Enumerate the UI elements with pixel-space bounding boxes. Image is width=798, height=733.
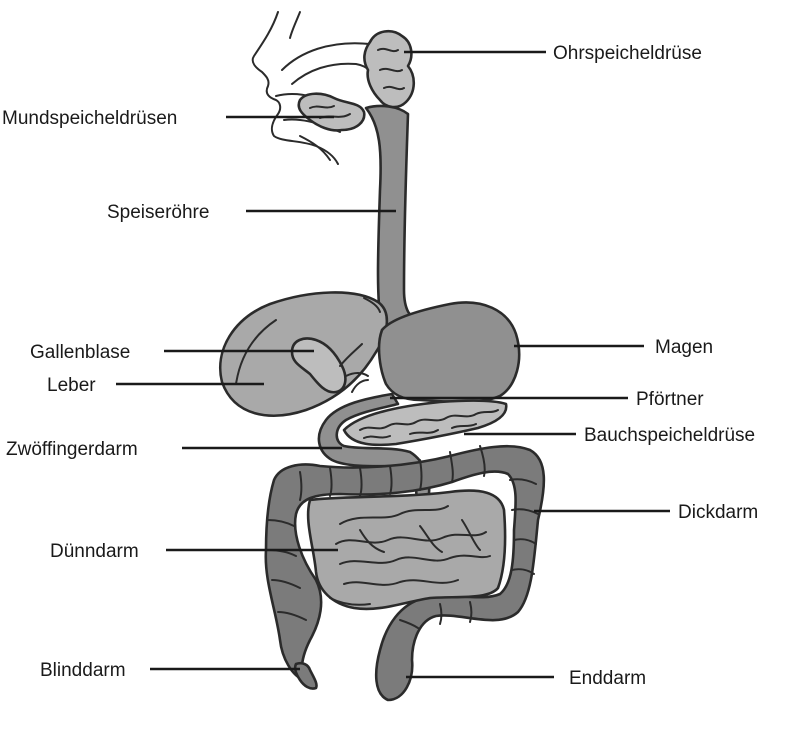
magen-organ <box>377 301 521 404</box>
leader-lines <box>116 50 670 679</box>
head-profile <box>251 11 389 165</box>
label-leber: Leber <box>47 375 96 396</box>
label-zwoelffingerdarm: Zwöffingerdarm <box>6 439 138 460</box>
ohrspeicheldruese-organ <box>363 29 416 109</box>
blinddarm-organ <box>293 661 318 690</box>
label-blinddarm: Blinddarm <box>40 660 126 681</box>
label-speiseroehre: Speiseröhre <box>107 202 209 223</box>
label-gallenblase: Gallenblase <box>30 342 130 363</box>
label-magen: Magen <box>655 337 713 358</box>
label-pfoertner: Pförtner <box>636 389 704 410</box>
label-dickdarm: Dickdarm <box>678 502 758 523</box>
label-enddarm: Enddarm <box>569 668 646 689</box>
duenndarm-organ <box>306 489 507 611</box>
label-mundspeicheldruesen: Mundspeicheldrüsen <box>2 108 177 129</box>
labels: Ohrspeicheldrüse Mundspeicheldrüsen Spei… <box>2 43 758 689</box>
speiseroehre-organ <box>364 104 422 332</box>
mundspeicheldruesen-organ <box>297 92 366 132</box>
label-bauchspeicheldruese: Bauchspeicheldrüse <box>584 425 755 446</box>
dickdarm-organ <box>264 444 546 702</box>
label-duenndarm: Dünndarm <box>50 541 139 562</box>
label-ohrspeicheldruese: Ohrspeicheldrüse <box>553 43 702 64</box>
bauchspeicheldruese-organ <box>342 399 508 447</box>
